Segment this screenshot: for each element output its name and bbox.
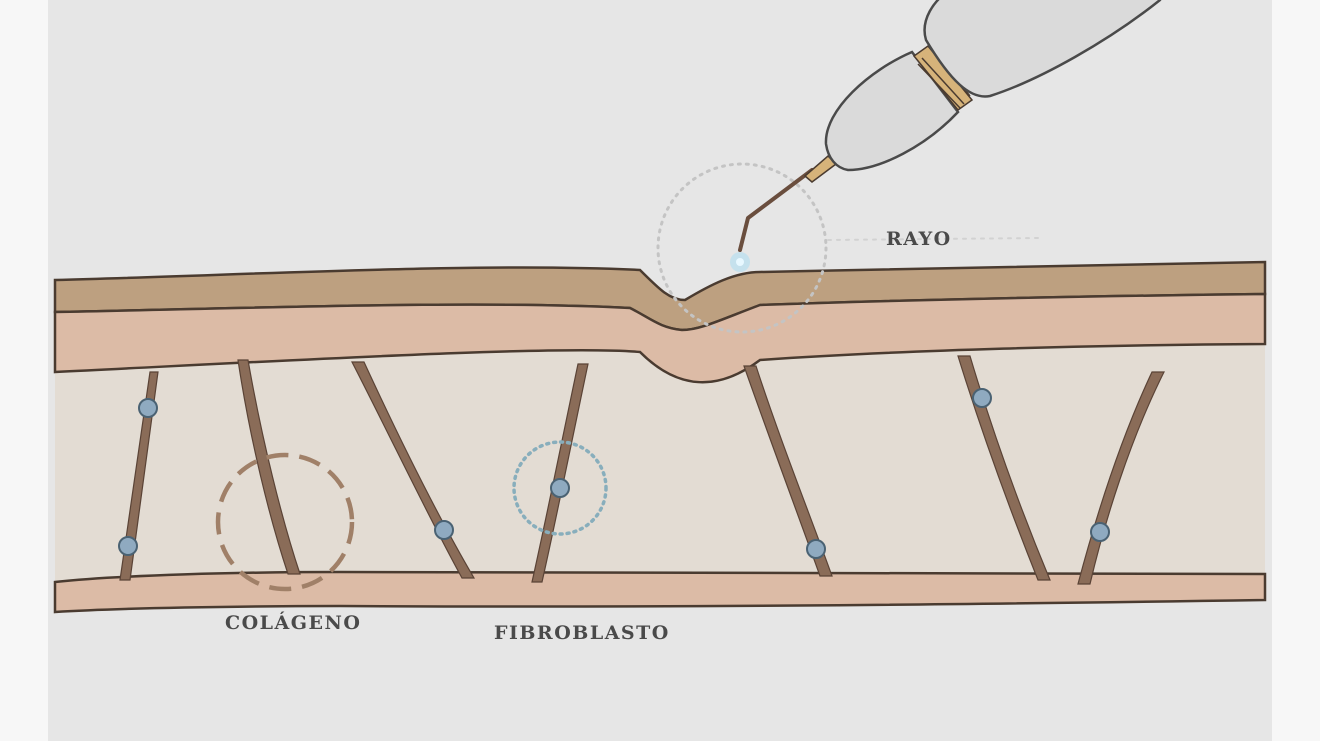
fibroblast-node: [972, 388, 992, 408]
dermis-region: [55, 344, 1265, 582]
label-rayo: RAYO: [886, 228, 952, 250]
probe-needle: [738, 168, 814, 252]
beam-spark: [736, 258, 744, 266]
fibroblast-node: [434, 520, 454, 540]
collagen-fiber-1: [119, 371, 159, 581]
fibroblast-node: [806, 539, 826, 559]
bottom-layer: [53, 570, 1267, 614]
beam-target-circle: [656, 162, 828, 334]
plasma-pen-device: [730, 0, 1162, 272]
device-body: [923, 0, 1162, 98]
fibroblast-nodes: [118, 388, 1110, 559]
collagen-fiber-5: [743, 365, 833, 577]
fibroblast-node: [550, 478, 570, 498]
epidermis-inner-layer: [53, 292, 1267, 384]
collagen-fiber-6: [957, 355, 1051, 581]
fibroblast-highlight-circle: [512, 440, 608, 536]
fibroblast-node: [138, 398, 158, 418]
device-nozzle: [824, 50, 960, 172]
fibroblast-node: [1090, 522, 1110, 542]
label-colageno: COLÁGENO: [225, 612, 362, 634]
collagen-fiber-2: [237, 359, 301, 575]
rayo-leader-line: [827, 237, 1041, 241]
collagen-highlight-circle: [215, 452, 355, 592]
label-fibroblasto: FIBROBLASTO: [494, 622, 670, 644]
fibroblast-node: [118, 536, 138, 556]
